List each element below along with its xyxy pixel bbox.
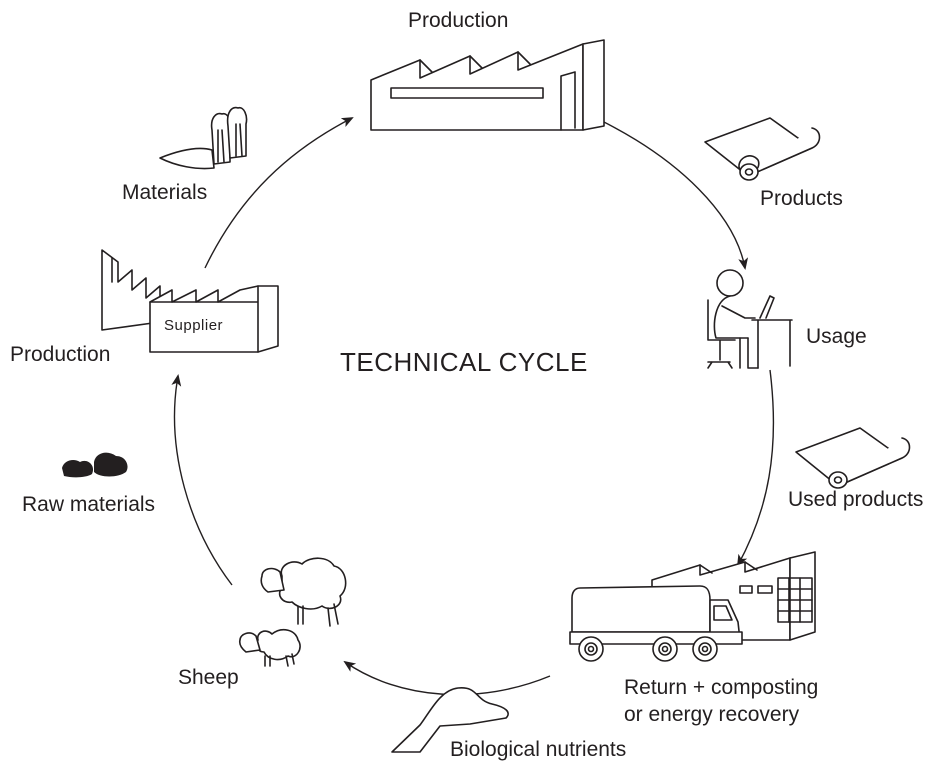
label-sheep: Sheep (178, 666, 239, 689)
truck-and-facility-icon (569, 551, 816, 662)
factory-icon (370, 39, 605, 131)
label-used-products: Used products (788, 488, 924, 511)
label-biological-nutrients: Biological nutrients (450, 738, 627, 761)
label-return-line2: or energy recovery (624, 703, 800, 726)
arrow-materials-to-production (204, 117, 354, 269)
label-raw-materials: Raw materials (22, 493, 156, 516)
fabric-roll-icon-used (795, 427, 911, 489)
person-at-desk-icon (707, 269, 793, 369)
fabric-roll-icon-products (704, 117, 821, 181)
cycle-arrows (171, 117, 775, 696)
soil-heap-icon (391, 687, 509, 753)
arrow-return-to-sheep (343, 660, 551, 696)
supplier-factory-icon (101, 249, 279, 353)
label-supplier: Supplier (164, 317, 224, 334)
diagram-title: TECHNICAL CYCLE (340, 347, 588, 377)
truck-wheels (578, 636, 718, 662)
label-return-line1: Return + composting (624, 676, 819, 699)
arrow-sheep-to-production (171, 374, 233, 586)
label-products: Products (760, 187, 843, 210)
label-production-left: Production (10, 343, 111, 366)
arrow-production-to-usage (599, 119, 749, 270)
sheep-icon (238, 557, 347, 667)
raw-wool-icon (62, 452, 128, 478)
yarn-materials-icon (159, 106, 248, 170)
label-usage: Usage (806, 325, 867, 348)
label-production-top: Production (408, 9, 509, 32)
label-materials: Materials (122, 181, 208, 204)
arrow-usage-to-return (737, 369, 775, 567)
